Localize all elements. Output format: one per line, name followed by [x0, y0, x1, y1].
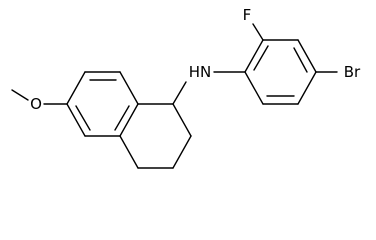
- bond: [11, 89, 29, 101]
- bond: [297, 39, 317, 73]
- amine-linker: [172, 71, 246, 105]
- bond: [66, 71, 86, 105]
- bond: [293, 47, 308, 73]
- bond: [114, 105, 130, 131]
- fluorine-label: F: [243, 6, 252, 24]
- bond: [172, 81, 187, 105]
- bond: [244, 39, 264, 73]
- bond: [119, 103, 139, 137]
- bond: [172, 135, 192, 169]
- methoxy-group: [11, 89, 68, 105]
- bond: [297, 71, 317, 105]
- tetralin-ring-system: [66, 71, 192, 169]
- bond: [252, 23, 264, 41]
- bond: [119, 71, 139, 105]
- amine-label: HN: [189, 63, 212, 81]
- bromofluorophenyl-ring: [244, 23, 338, 105]
- bond: [253, 45, 269, 71]
- bond: [119, 135, 139, 169]
- bond: [172, 103, 192, 137]
- bond: [244, 71, 264, 105]
- bromine-label: Br: [344, 63, 361, 81]
- chemical-structure-diagram: HN F Br O: [11, 6, 361, 169]
- bond: [75, 105, 91, 131]
- bond: [66, 103, 86, 137]
- oxygen-label: O: [30, 95, 42, 113]
